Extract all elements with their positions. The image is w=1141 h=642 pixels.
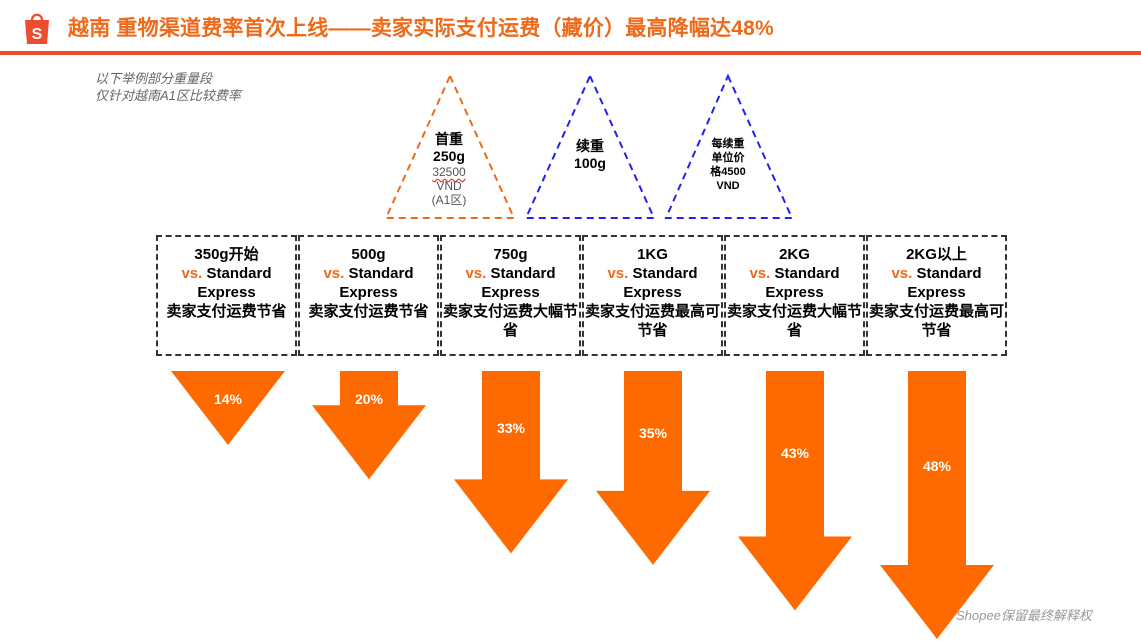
weight-box-1: 350g开始 vs. Standard Express 卖家支付运费节省 [156,235,297,356]
header: S 越南 重物渠道费率首次上线——卖家实际支付运费（藏价）最高降幅达48% [0,0,1141,56]
saving-arrow-1 [171,371,285,445]
triangle-first-weight [384,73,516,219]
triangle-additional-weight-text: 续重 100g [574,138,606,171]
saving-label-1: 14% [213,391,243,407]
note-line-1: 以下举例部分重量段 [95,71,213,86]
note: 以下举例部分重量段 仅针对越南A1区比较费率 [95,70,241,104]
saving-arrow-5 [738,371,852,611]
weight-box-5: 2KG vs. Standard Express 卖家支付运费大幅节省 [724,235,865,356]
saving-label-4: 35% [638,424,668,441]
weight-box-2: 500g vs. Standard Express 卖家支付运费节省 [298,235,439,356]
triangle-additional-weight [524,73,656,219]
note-line-2: 仅针对越南A1区比较费率 [95,88,241,103]
weight-box-3: 750g vs. Standard Express 卖家支付运费大幅节省 [440,235,581,356]
weight-box-6: 2KG以上 vs. Standard Express 卖家支付运费最高可节省 [866,235,1007,356]
triangle-first-weight-text: 首重 250g 32500 VND (A1区) [431,131,467,207]
saving-label-3: 33% [496,419,526,436]
page-title: 越南 重物渠道费率首次上线——卖家实际支付运费（藏价）最高降幅达48% [68,17,774,40]
footer-disclaimer: Shopee保留最终解释权 [956,608,1092,623]
svg-text:S: S [32,26,43,43]
saving-label-2: 20% [354,391,384,407]
saving-label-6: 48% [922,458,952,475]
saving-label-5: 43% [780,445,810,462]
header-divider [0,51,1141,55]
weight-box-4: 1KG vs. Standard Express 卖家支付运费最高可节省 [582,235,723,356]
triangle-unit-price-text: 每续重 单位价 格4500 VND [710,138,746,192]
saving-arrow-4 [596,371,710,565]
saving-arrow-3 [454,371,568,554]
saving-arrow-6 [880,371,994,639]
shopee-bag-icon: S [25,13,49,44]
saving-arrow-2 [312,371,426,480]
triangle-unit-price [664,73,794,219]
